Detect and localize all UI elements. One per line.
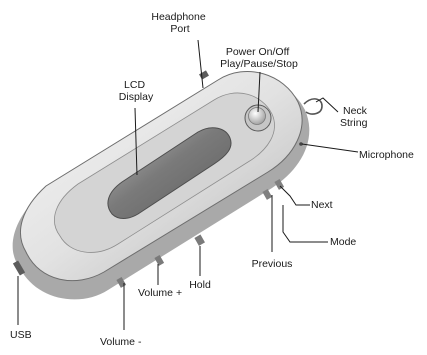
neck-string-loop [304,99,322,114]
label-neck-line2: String [340,117,368,129]
label-microphone: Microphone [359,149,414,161]
label-hold: Hold [189,279,211,291]
headphone-port [199,70,209,79]
label-volume-minus: Volume - [100,336,142,348]
hold-switch[interactable] [194,235,205,246]
label-previous: Previous [252,258,293,270]
leader-next [280,186,310,205]
label-lcd-line2: Display [119,91,154,103]
label-power-line2: Play/Pause/Stop [220,58,298,70]
label-power-line1: Power On/Off [226,46,289,58]
label-usb: USB [10,329,32,341]
label-next: Next [311,199,333,211]
label-headphone-port: Headphone Port [151,11,208,35]
label-lcd: LCD Display [119,79,154,103]
label-mode: Mode [330,236,356,248]
label-volume-plus: Volume + [138,287,182,299]
leader-headphone [198,40,203,88]
label-headphone-line1: Headphone [151,11,205,23]
leader-neck [316,98,338,112]
label-headphone-line2: Port [170,23,189,35]
label-neck-line1: Neck [343,105,368,117]
label-power: Power On/Off Play/Pause/Stop [220,46,298,70]
label-lcd-line1: LCD [124,79,145,91]
leader-microphone [302,144,358,152]
label-neck-string: Neck String [340,105,370,129]
